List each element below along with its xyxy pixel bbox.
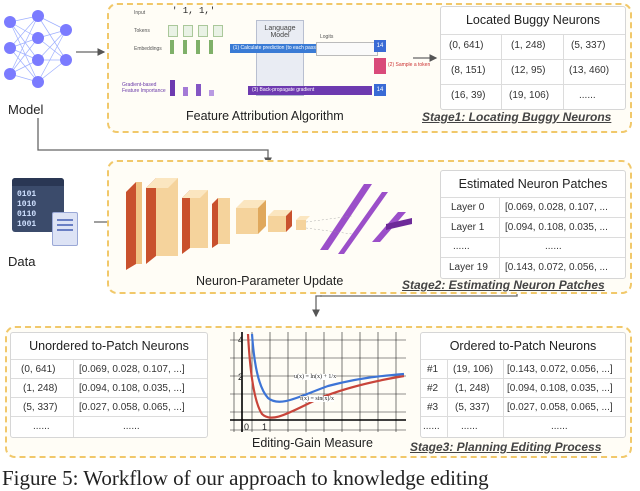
- neuron-values: [0.094, 0.108, 0.035, ...]: [79, 383, 185, 394]
- feature-attribution-diagram: Input ' 1, 1,' Tokens Embeddings Gradien…: [120, 6, 430, 106]
- neuron-values: [0.027, 0.058, 0.065, ...]: [507, 402, 613, 413]
- stage3-label: Stage3: Planning Editing Process: [410, 440, 602, 454]
- neuron-cell: (16, 39): [451, 90, 486, 101]
- language-model-box: Language Model: [256, 20, 304, 96]
- token-chip-top: 14: [374, 40, 386, 52]
- layer-name: Layer 19: [449, 262, 488, 273]
- neuron-id: (5, 337): [455, 402, 490, 413]
- sample-arrow: [374, 58, 386, 74]
- language-model-label: Language Model: [264, 25, 296, 39]
- neuron-cell: ......: [579, 90, 596, 101]
- stage2-label: Stage2: Estimating Neuron Patches: [402, 278, 605, 292]
- layer-name: Layer 1: [451, 222, 485, 233]
- step2-label: (2) Sample a token: [388, 62, 431, 68]
- gradient-importance-label: Gradient-based Feature Importance: [122, 82, 166, 94]
- neuron-id: (5, 337): [23, 402, 58, 413]
- forward-arrow: (1) Calculate prediction (to each pass): [230, 44, 372, 53]
- estimated-patches-title: Estimated Neuron Patches: [458, 177, 608, 191]
- neuron-values: [0.027, 0.058, 0.065, ...]: [79, 402, 185, 413]
- neuron-values: [0.069, 0.028, 0.107, ...]: [79, 364, 185, 375]
- xtick-1: 1: [262, 422, 268, 432]
- unordered-neurons-card: Unordered to-Patch Neurons (0, 641) [0.0…: [10, 332, 208, 438]
- neuron-id: ......: [461, 421, 478, 432]
- estimated-patches-card: Estimated Neuron Patches Layer 0 [0.069,…: [440, 170, 626, 279]
- data-label: Data: [8, 254, 36, 269]
- stage2-caption: Neuron-Parameter Update: [196, 274, 344, 288]
- backprop-arrow: (3) Back-propagate gradient: [248, 86, 372, 95]
- layer-name: ......: [453, 241, 470, 252]
- neuron-cell: (1, 248): [511, 40, 546, 51]
- neuron-cell: (0, 641): [449, 40, 484, 51]
- neuron-id: (1, 248): [455, 383, 490, 394]
- neural-network-icon: [4, 10, 72, 88]
- neuron-cell: (13, 460): [569, 65, 610, 76]
- stage1-label: Stage1: Locating Buggy Neurons: [422, 110, 612, 124]
- neural-architecture-diagram: [126, 178, 412, 270]
- stage3-caption: Editing-Gain Measure: [252, 436, 373, 450]
- input-value: ' 1, 1,': [172, 6, 216, 16]
- model-label: Model: [8, 102, 44, 117]
- neuron-values: ......: [551, 421, 568, 432]
- layer-values: ......: [545, 241, 562, 252]
- step1-label: (1) Calculate prediction (to each pass): [233, 45, 318, 51]
- unordered-neurons-title: Unordered to-Patch Neurons: [29, 339, 189, 353]
- token-chip-bottom: 14: [374, 84, 386, 96]
- token-boxes: [168, 24, 223, 42]
- neuron-values: [0.094, 0.108, 0.035, ...]: [507, 383, 613, 394]
- layer-name: Layer 0: [451, 202, 485, 213]
- ytick-mid: 2: [238, 372, 244, 382]
- located-neurons-title: Located Buggy Neurons: [465, 13, 601, 27]
- neuron-id: (19, 106): [453, 364, 494, 375]
- equation-2: f(x) = sin(x)/x: [300, 396, 335, 402]
- tokens-label: Tokens: [134, 28, 150, 34]
- rank: #1: [427, 364, 439, 375]
- document-icon: [52, 212, 78, 246]
- embedding-bars: [170, 40, 213, 59]
- ordered-neurons-card: Ordered to-Patch Neurons #1 (19, 106) [0…: [420, 332, 626, 438]
- located-neurons-card: Located Buggy Neurons (0, 641) (1, 248) …: [440, 6, 626, 110]
- neuron-id: (0, 641): [21, 364, 56, 375]
- neuron-cell: (5, 337): [571, 40, 606, 51]
- neuron-cell: (19, 106): [509, 90, 550, 101]
- embeddings-label: Embeddings: [134, 46, 162, 52]
- neuron-id: ......: [33, 421, 50, 432]
- neuron-values: [0.143, 0.072, 0.056, ...]: [507, 364, 613, 375]
- figure-caption: Figure 5: Workflow of our approach to kn…: [2, 466, 489, 490]
- neuron-cell: (8, 151): [451, 65, 486, 76]
- step3-label: (3) Back-propagate gradient: [252, 87, 315, 93]
- rank: #3: [427, 402, 439, 413]
- xtick-0: 0: [244, 422, 250, 432]
- layer-values: [0.143, 0.072, 0.056, ...: [505, 262, 608, 273]
- layer-values: [0.094, 0.108, 0.035, ...: [505, 222, 608, 233]
- stage1-caption: Feature Attribution Algorithm: [186, 109, 344, 123]
- editing-gain-plot: [230, 332, 406, 432]
- logits-label: Logits: [320, 34, 334, 40]
- ordered-neurons-title: Ordered to-Patch Neurons: [449, 339, 597, 353]
- input-label: Input: [134, 10, 146, 16]
- neuron-id: (1, 248): [23, 383, 58, 394]
- neuron-values: ......: [123, 421, 140, 432]
- neuron-cell: (12, 95): [511, 65, 546, 76]
- logits-bar: [316, 42, 378, 56]
- equation-1: u(x) = ln(x) + 1/x: [294, 374, 337, 380]
- rank: #2: [427, 383, 439, 394]
- ytick-top: 4: [238, 335, 244, 345]
- rank: ......: [423, 421, 440, 432]
- layer-values: [0.069, 0.028, 0.107, ...: [505, 202, 608, 213]
